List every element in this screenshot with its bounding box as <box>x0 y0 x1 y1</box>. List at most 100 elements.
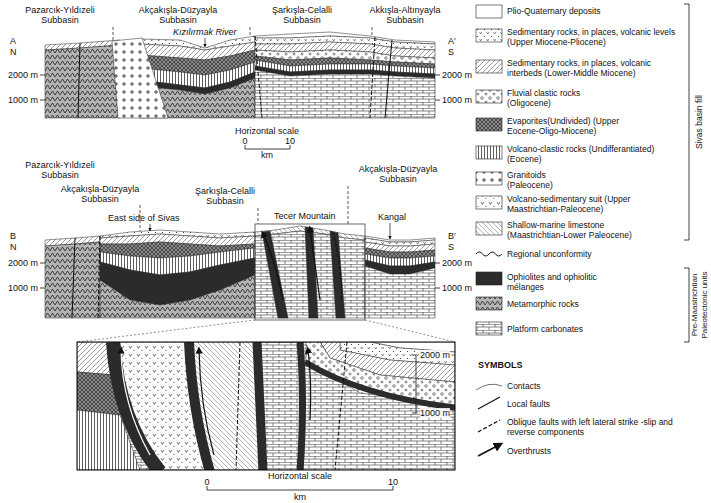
oblique-fault <box>370 37 375 118</box>
legend-sample <box>476 384 502 390</box>
legend-bracket <box>684 268 689 342</box>
legend-sample <box>476 322 502 335</box>
legend-swatch <box>476 90 502 103</box>
legend-text: Regional unconformity <box>507 249 683 259</box>
ophiolite-band <box>300 342 303 470</box>
elevation-label: 1000 m <box>8 283 38 293</box>
rock-unit <box>100 275 255 318</box>
pointer-arrow <box>390 223 391 239</box>
elevation-label: 2000 m <box>8 70 38 80</box>
subbasin-label: Şarkışla-Celalli Subbasin <box>175 186 275 206</box>
subbasin-label: Akçakışla-Düzyayla Subbasin <box>50 184 150 204</box>
legend-sample <box>478 445 499 456</box>
legend-sample <box>476 196 502 209</box>
pointer-arrow <box>205 38 206 47</box>
ophiolite-band <box>257 342 263 470</box>
legend-swatch <box>476 172 502 185</box>
oblique-fault <box>335 342 347 470</box>
rock-unit <box>255 70 435 118</box>
legend-sample <box>476 272 502 285</box>
scale-unit: km <box>294 492 306 502</box>
inset <box>77 342 455 470</box>
legend-sample <box>476 297 502 310</box>
scale-unit: km <box>261 150 273 160</box>
oblique-fault <box>236 342 240 470</box>
legend-text: Fluvial clastic rocks (Oligocene) <box>507 88 607 108</box>
scale-number: 0 <box>243 136 248 146</box>
elevation-label: 1000 m <box>442 283 472 293</box>
local-fault <box>385 40 392 118</box>
local-fault <box>72 238 75 318</box>
legend-bracket <box>684 4 689 240</box>
legend-sample <box>476 90 502 103</box>
legend-swatch <box>476 5 502 18</box>
legend-symbol <box>478 397 500 409</box>
section-a <box>40 27 440 149</box>
zoom-line <box>365 320 455 342</box>
legend-symbol <box>476 252 502 256</box>
elevation-tick <box>435 263 440 264</box>
legend-sample <box>478 397 500 409</box>
subbasin-label: Pazarcık-Yıldızeli Subbasin <box>10 160 110 180</box>
place-label: Tecer Mountain <box>274 211 336 221</box>
legend-swatch <box>476 272 502 285</box>
legend-swatch <box>476 297 502 310</box>
scale-bar <box>245 145 290 149</box>
legend-swatch <box>476 29 502 42</box>
legend-text: Contacts <box>507 381 683 391</box>
section-b <box>40 186 455 342</box>
legend-swatch <box>476 118 502 131</box>
legend-sample <box>476 29 502 42</box>
legend-text: Local faults <box>507 399 683 409</box>
legend-symbol <box>478 445 499 456</box>
rock-unit <box>262 231 288 318</box>
elevation-tick <box>435 100 440 101</box>
legend-text: Granitoids (Paleocene) <box>507 170 569 190</box>
elevation-tick <box>412 413 416 414</box>
local-fault <box>78 43 80 118</box>
legend-sample <box>476 252 502 256</box>
legend-symbol <box>476 384 502 390</box>
legend-text: Oblique faults with left lateral strike … <box>507 417 683 437</box>
legend-text: Platform carbonates <box>507 324 683 334</box>
subbasin-label: Akkışla-Altınyayla Subbasin <box>355 5 455 25</box>
legend-sample <box>478 420 500 432</box>
elevation-label: 1000 m <box>420 408 450 418</box>
legend-text: Sedimentary rocks, in places, volcanic l… <box>507 27 683 47</box>
legend-swatch <box>476 60 502 73</box>
detail-frame <box>255 224 365 320</box>
elevation-tick <box>40 75 45 76</box>
scale-number: 0 <box>205 477 210 487</box>
elevation-tick <box>412 355 416 356</box>
river-label: Kızılırmak River <box>173 27 237 37</box>
place-label: Kangal <box>378 212 406 222</box>
legend-text: Sedimentary rocks, in places, volcanic i… <box>507 58 683 78</box>
subbasin-label: Pazarcık-Yıldızeli Subbasin <box>10 5 110 25</box>
direction-letter: S <box>448 47 454 57</box>
direction-letter: S <box>448 242 454 252</box>
elevation-tick <box>40 263 45 264</box>
group-label: Sivas basin fill <box>694 22 704 222</box>
elevation-label: 2000 m <box>420 350 450 360</box>
elevation-label: 1000 m <box>8 95 38 105</box>
legend-sample <box>476 172 502 185</box>
section-end-letter: B <box>10 231 16 241</box>
subbasin-divider <box>250 27 251 37</box>
pointer-arrow <box>150 224 151 231</box>
overthrust <box>308 350 311 420</box>
elevation-label: 2000 m <box>442 258 472 268</box>
subbasin-divider <box>372 27 373 37</box>
scale-title: Horizontal scale <box>268 471 332 481</box>
legend-text: Volcano-clastic rocks (Undifferantiated)… <box>507 144 685 164</box>
legend-sample <box>476 60 502 73</box>
zoom-line <box>77 320 255 342</box>
scale-number: 10 <box>285 136 295 146</box>
section-end-letter: A′ <box>448 36 456 46</box>
scale-number: 10 <box>388 477 398 487</box>
elevation-label: 1000 m <box>442 95 472 105</box>
overthrust <box>121 350 150 455</box>
direction-letter: N <box>10 47 17 57</box>
ophiolite-band <box>305 362 455 408</box>
legend-sample <box>476 118 502 131</box>
ophiolite-band <box>113 342 160 470</box>
